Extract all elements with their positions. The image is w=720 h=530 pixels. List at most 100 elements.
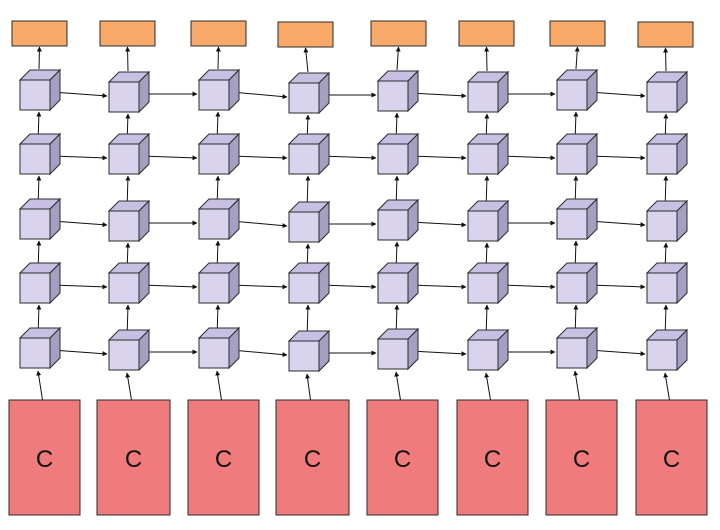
cube-front-face	[377, 143, 409, 175]
recurrent-arrow	[230, 91, 288, 100]
hidden-cube-icon	[287, 261, 331, 305]
hidden-cube-icon	[645, 132, 689, 176]
recurrent-arrow	[409, 92, 467, 99]
hidden-cube-icon	[197, 261, 241, 305]
input-node: C	[187, 399, 260, 516]
hidden-cube-icon	[287, 71, 331, 115]
input-box	[545, 399, 618, 516]
cube-front-face	[288, 272, 320, 304]
input-box	[187, 399, 260, 516]
cube-front-face	[377, 209, 409, 241]
hidden-cube-icon	[645, 328, 689, 372]
input-label: C	[573, 446, 590, 473]
cube-front-face	[19, 337, 51, 369]
input-label: C	[394, 446, 411, 473]
input-node: C	[545, 399, 618, 516]
output-arrow	[484, 46, 490, 72]
cube-front-face	[198, 208, 230, 240]
input-node: C	[456, 399, 529, 516]
input-node: C	[635, 399, 708, 516]
input-label: C	[125, 446, 142, 473]
output-arrow	[303, 47, 309, 73]
input-box	[366, 399, 439, 516]
cube-front-face	[467, 210, 499, 242]
cube-front-face	[108, 143, 140, 175]
hidden-cube-icon	[18, 261, 62, 305]
hidden-cube-icon	[555, 68, 599, 112]
hidden-cube-icon	[555, 197, 599, 241]
input-arrow	[215, 370, 222, 401]
recurrent-arrow	[230, 220, 288, 229]
output-box	[277, 21, 334, 48]
output-arrow	[395, 46, 401, 71]
hidden-cube-icon	[466, 261, 510, 305]
cube-front-face	[646, 339, 678, 371]
hidden-cube-icon	[376, 69, 420, 113]
recurrent-arrow	[588, 284, 646, 290]
cube-front-face	[467, 272, 499, 304]
input-box	[275, 399, 350, 516]
recurrent-arrow	[320, 155, 377, 161]
recurrent-arrow	[409, 155, 467, 161]
hidden-cube-icon	[466, 199, 510, 243]
recurrent-arrow	[499, 155, 556, 161]
hidden-cube-icon	[18, 326, 62, 370]
hidden-cube-icon	[107, 261, 151, 305]
cube-front-face	[19, 272, 51, 304]
input-box	[96, 399, 171, 516]
cube-front-face	[108, 272, 140, 304]
recurrent-arrow	[320, 284, 377, 290]
cube-front-face	[198, 337, 230, 369]
cube-front-face	[377, 338, 409, 370]
recurrent-arrow	[499, 284, 556, 290]
hidden-cube-icon	[107, 199, 151, 243]
input-arrow	[394, 371, 401, 401]
recurrent-arrow	[588, 155, 646, 161]
cube-front-face	[198, 143, 230, 175]
cube-front-face	[467, 339, 499, 371]
hidden-cube-icon	[466, 328, 510, 372]
hidden-cube-icon	[466, 132, 510, 176]
input-arrow	[484, 372, 491, 401]
hidden-cube-icon	[376, 261, 420, 305]
hidden-cube-icon	[555, 261, 599, 305]
cube-front-face	[19, 208, 51, 240]
input-label: C	[304, 446, 321, 473]
cube-front-face	[377, 80, 409, 112]
input-arrow	[573, 370, 580, 401]
hidden-cube-icon	[645, 199, 689, 243]
cube-front-face	[646, 143, 678, 175]
input-node: C	[275, 399, 350, 516]
cube-front-face	[556, 79, 588, 111]
output-box	[458, 20, 515, 47]
input-arrow	[305, 373, 311, 401]
input-arrow	[125, 372, 132, 401]
cube-front-face	[646, 210, 678, 242]
cube-front-face	[556, 143, 588, 175]
recurrent-arrow	[140, 284, 198, 290]
output-box	[190, 20, 247, 47]
output-arrow	[574, 46, 580, 70]
input-box	[635, 399, 708, 516]
recurrent-arrow	[51, 155, 108, 161]
hidden-cube-icon	[18, 68, 62, 112]
cube-front-face	[556, 337, 588, 369]
hidden-cube-icon	[107, 132, 151, 176]
cube-front-face	[467, 81, 499, 113]
cube-front-face	[556, 272, 588, 304]
input-label: C	[215, 446, 232, 473]
recurrent-arrow	[588, 349, 646, 357]
output-arrow	[215, 46, 221, 70]
cube-front-face	[198, 272, 230, 304]
recurrent-arrow	[588, 91, 646, 99]
cube-front-face	[646, 81, 678, 113]
input-label: C	[36, 446, 53, 473]
cube-front-face	[646, 272, 678, 304]
cube-front-face	[19, 143, 51, 175]
recurrent-arrow	[51, 220, 108, 228]
recurrent-arrow	[409, 221, 467, 228]
hidden-cube-icon	[287, 200, 331, 244]
input-label: C	[484, 446, 501, 473]
hidden-cube-icon	[18, 132, 62, 176]
